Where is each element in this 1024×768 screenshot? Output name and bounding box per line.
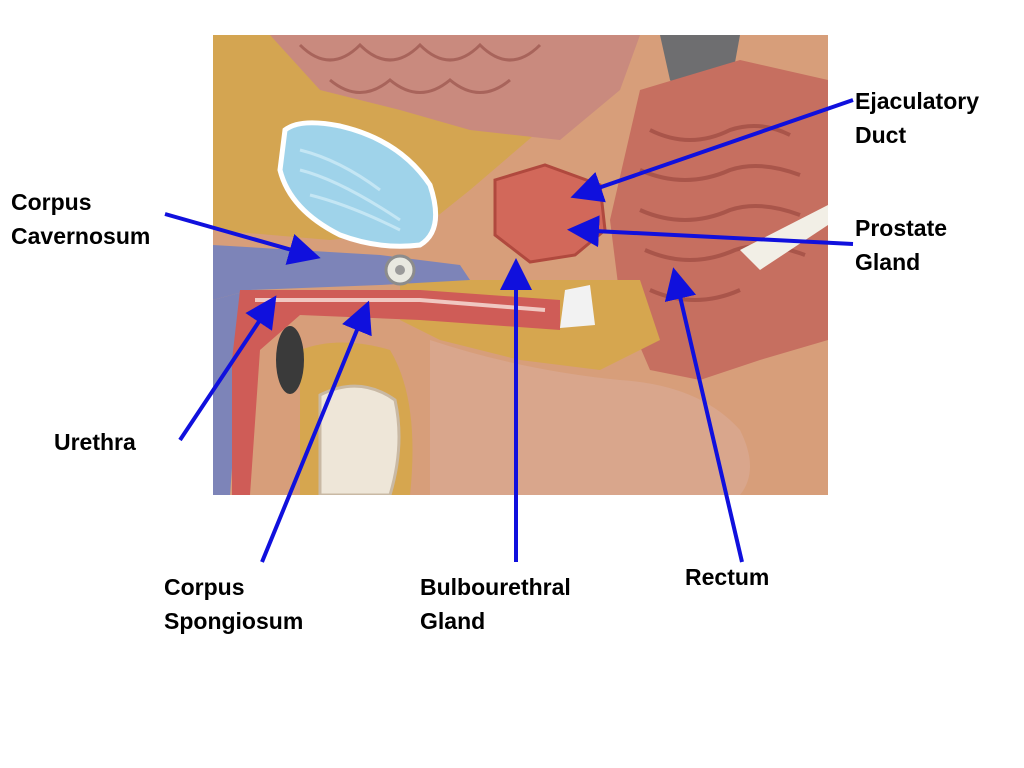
prostate-gland-label-line-2: Gland — [855, 249, 921, 275]
corpus-spongiosum-label-line-2: Spongiosum — [164, 608, 304, 634]
corpus-cavernosum-label: Corpus Cavernosum — [11, 185, 150, 253]
intestine-folds — [298, 42, 542, 94]
ejaculatory-duct-label-line-1: Ejaculatory — [855, 88, 979, 114]
ejaculatory-duct-label-line-2: Duct — [855, 122, 907, 148]
intestine-region — [270, 35, 640, 140]
ejaculatory-duct-label: Ejaculatory Duct — [855, 84, 979, 152]
rectum-label: Rectum — [685, 560, 769, 594]
prostate-gland-label: Prostate Gland — [855, 211, 947, 279]
bladder — [277, 120, 439, 249]
rectum-region — [610, 60, 828, 380]
bulbourethral-gland-label-line-1: Bulbourethral — [420, 574, 571, 600]
corpus-cavernosum-label-line-1: Corpus — [11, 189, 92, 215]
bulbourethral-gland-label-line-2: Gland — [420, 608, 486, 634]
corpus-spongiosum-label-line-1: Corpus — [164, 574, 245, 600]
white-strip — [740, 205, 828, 270]
rectum-pointer — [664, 267, 744, 563]
pointer-lines — [164, 98, 854, 563]
prostate-gland-pointer — [567, 215, 854, 248]
urethra-label-line-1: Urethra — [54, 429, 136, 455]
bulbourethral-gland-label: Bulbourethral Gland — [420, 570, 571, 638]
dark-cavity — [276, 326, 304, 394]
corpus-cavernosum-label-line-2: Cavernosum — [11, 223, 151, 249]
urethral-ring-center — [395, 265, 405, 275]
urethra-pointer — [178, 295, 277, 442]
rectum-folds — [639, 124, 806, 302]
corpus-spongiosum-pointer — [260, 300, 372, 563]
ejaculatory-duct-pointer — [570, 98, 854, 203]
corpus-cavernosum-pointer — [164, 212, 321, 265]
prostate-gland-label-line-1: Prostate — [855, 215, 948, 241]
rectum-label-line-1: Rectum — [685, 564, 770, 590]
urethra-channel — [255, 298, 546, 312]
white-gland — [560, 285, 595, 328]
anatomical-model-photo — [213, 35, 828, 495]
testis — [318, 384, 401, 495]
corpus-spongiosum-label: Corpus Spongiosum — [164, 570, 303, 638]
bladder-ridges — [299, 148, 401, 232]
urethra-label: Urethra — [54, 425, 136, 459]
buttock-skin — [430, 340, 750, 495]
